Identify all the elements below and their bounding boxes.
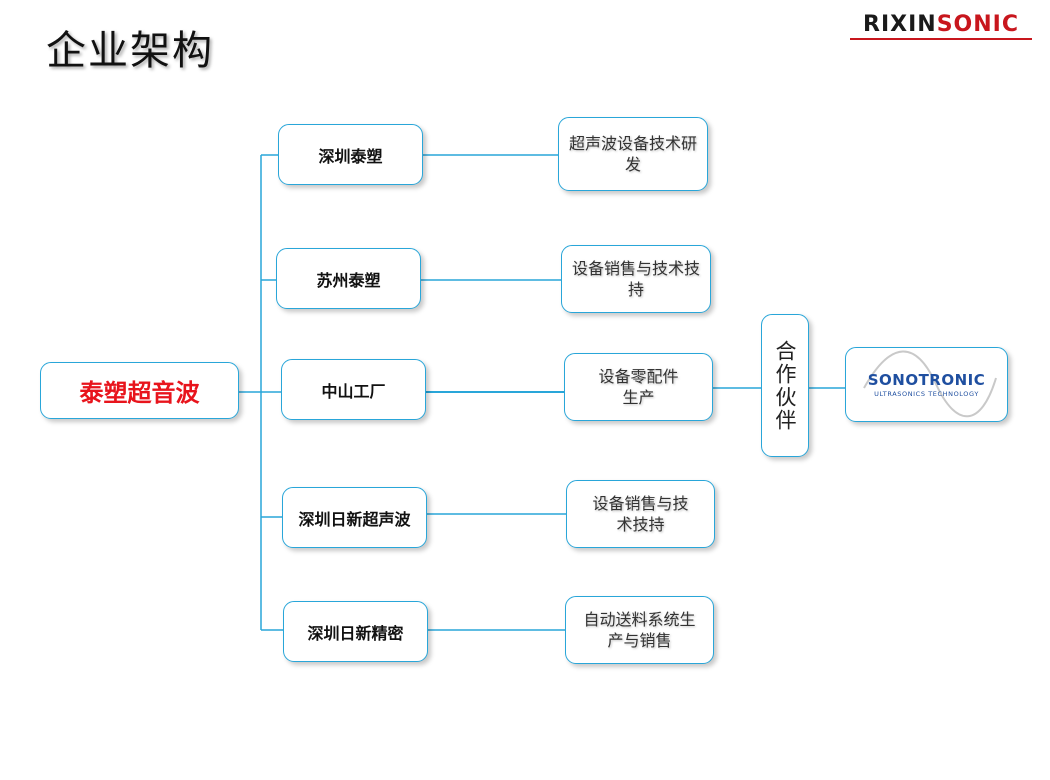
function-node-feeder-systems: 自动送料系统生产与销售 bbox=[565, 596, 714, 664]
function-node-sales-support-1: 设备销售与技术技持 bbox=[561, 245, 711, 313]
company-label: 深圳日新超声波 bbox=[298, 509, 411, 529]
function-label: 设备销售与技术技持 bbox=[572, 259, 701, 299]
brand-logo-prefix: RIXIN bbox=[863, 12, 937, 37]
partner-logo-box: SONOTRONIC ULTRASONICS TECHNOLOGY bbox=[845, 347, 1008, 422]
company-node-zhongshan-factory: 中山工厂 bbox=[281, 359, 426, 420]
partner-label-box: 合作伙伴 bbox=[761, 314, 809, 457]
company-node-shenzhen-rixin-precision: 深圳日新精密 bbox=[283, 601, 428, 662]
company-label: 中山工厂 bbox=[321, 381, 386, 401]
function-node-rnd: 超声波设备技术研发 bbox=[558, 117, 708, 191]
brand-underline bbox=[850, 38, 1032, 40]
function-label: 自动送料系统生产与销售 bbox=[583, 610, 696, 650]
root-label: 泰塑超音波 bbox=[79, 378, 200, 407]
function-node-parts-production: 设备零配件生产 bbox=[564, 353, 713, 421]
function-label: 设备零配件生产 bbox=[598, 367, 679, 407]
company-label: 苏州泰塑 bbox=[316, 270, 381, 290]
brand-logo-suffix: SONIC bbox=[936, 12, 1019, 37]
partner-logo-tagline: ULTRASONICS TECHNOLOGY bbox=[874, 390, 979, 398]
company-label: 深圳泰塑 bbox=[318, 146, 383, 166]
function-label: 设备销售与技术技持 bbox=[592, 494, 689, 534]
page-title: 企业架构 bbox=[46, 28, 214, 74]
company-node-shenzhen-taisu: 深圳泰塑 bbox=[278, 124, 423, 185]
partner-label: 合作伙伴 bbox=[773, 339, 797, 432]
function-label: 超声波设备技术研发 bbox=[569, 134, 698, 174]
partner-logo-name: SONOTRONIC bbox=[867, 371, 986, 389]
brand-logo: RIXINSONIC bbox=[850, 12, 1032, 37]
root-node: 泰塑超音波 bbox=[40, 362, 239, 419]
company-label: 深圳日新精密 bbox=[307, 623, 404, 643]
company-node-shenzhen-rixin-ultrasonic: 深圳日新超声波 bbox=[282, 487, 427, 548]
function-node-sales-support-2: 设备销售与技术技持 bbox=[566, 480, 715, 548]
company-node-suzhou-taisu: 苏州泰塑 bbox=[276, 248, 421, 309]
wave-icon bbox=[863, 350, 997, 418]
